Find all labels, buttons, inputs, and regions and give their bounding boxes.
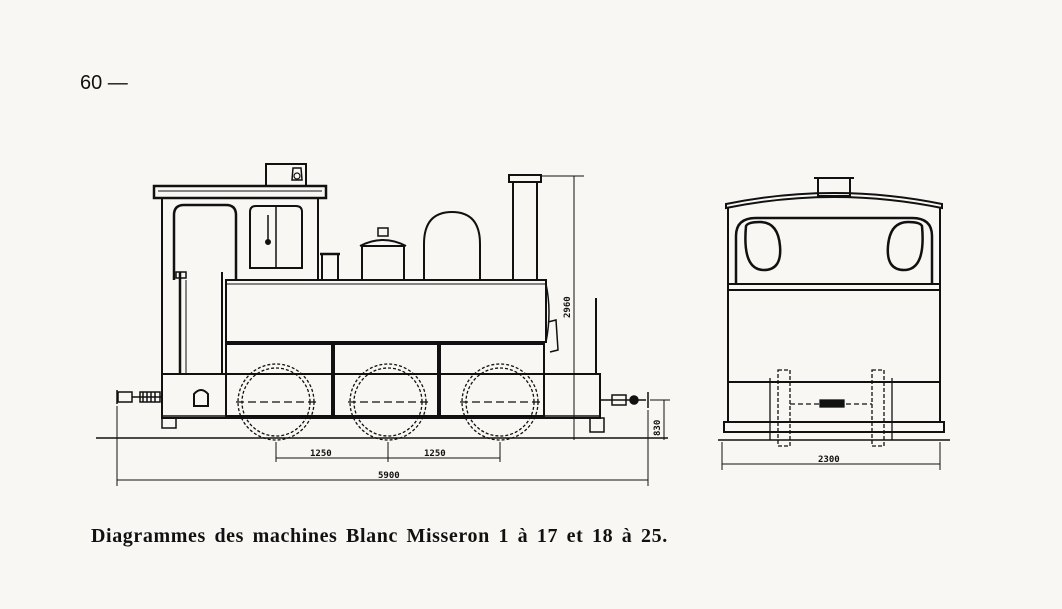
chimney [512, 181, 538, 280]
dim-overall-length: 5900 [378, 471, 400, 481]
front-window-right [886, 220, 924, 272]
front-cab-roof [725, 192, 943, 210]
page-number: 60 — [80, 72, 128, 94]
dim-wheelbase-2: 1250 [424, 449, 446, 459]
side-wheels [236, 363, 540, 441]
side-tank [225, 279, 547, 343]
dim-buffer-height: 830 [653, 420, 663, 436]
coupling [819, 399, 845, 408]
whistle-stand [321, 253, 339, 281]
dim-wheelbase-1: 1250 [310, 449, 332, 459]
cab-window [249, 205, 303, 269]
front-buffer [595, 298, 649, 408]
front-window-left [744, 220, 782, 272]
side-view [96, 163, 670, 486]
front-view [718, 177, 950, 470]
roof-lantern [265, 163, 307, 187]
cab-door-opening [172, 203, 238, 280]
steam-dome [423, 210, 481, 280]
sand-dome [361, 245, 405, 280]
front-dimensions [721, 442, 941, 470]
dim-height: 2960 [563, 296, 573, 318]
cab-roof [152, 184, 328, 200]
figure-caption: Diagrammes des machines Blanc Misseron 1… [91, 525, 668, 547]
side-dimensions [116, 175, 670, 486]
frame [161, 373, 601, 419]
rear-buffer [116, 390, 162, 404]
dim-width: 2300 [818, 455, 840, 465]
